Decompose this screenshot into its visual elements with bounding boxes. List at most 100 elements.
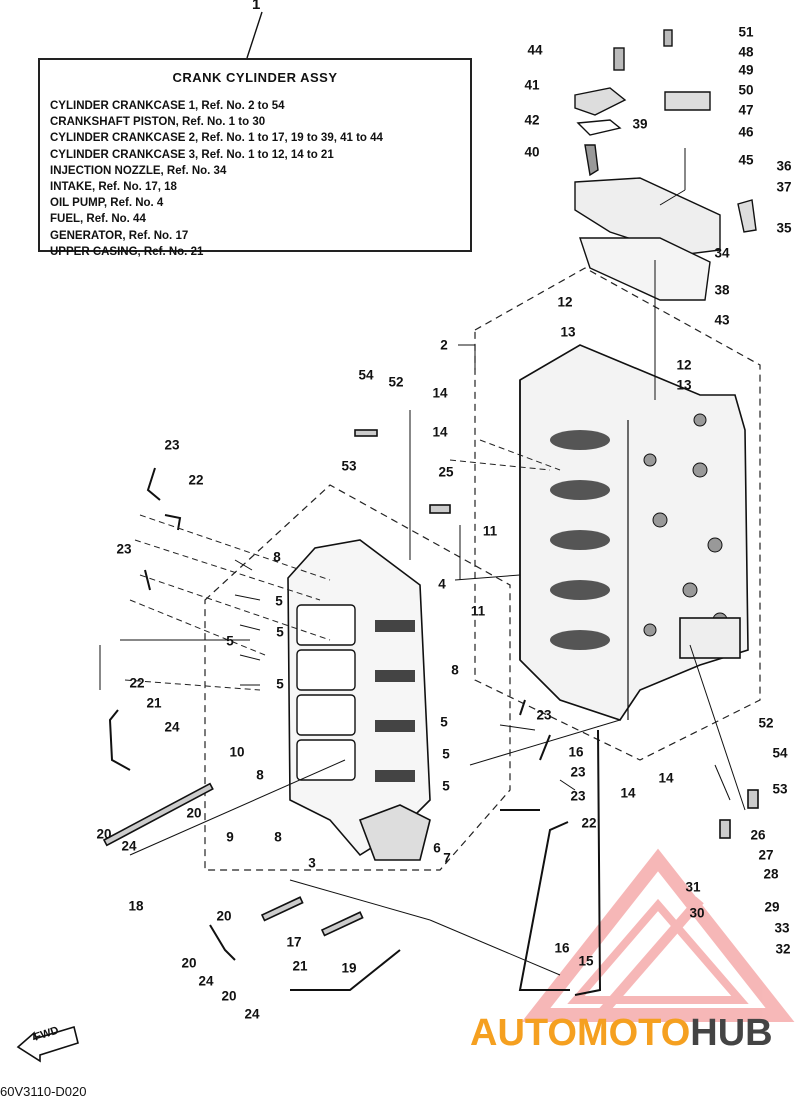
part-callout-35: 35	[776, 220, 792, 236]
part-callout-5: 5	[442, 746, 450, 762]
part-callout-14: 14	[432, 385, 448, 401]
part-callout-26: 26	[750, 827, 766, 843]
fwd-arrow-icon	[16, 1025, 79, 1063]
part-callout-24: 24	[244, 1006, 260, 1022]
part-callout-53: 53	[772, 781, 788, 797]
assembly-outlines	[204, 267, 761, 871]
part-callout-24: 24	[164, 719, 180, 735]
part-callout-37: 37	[776, 179, 792, 195]
part-callout-21: 21	[146, 695, 162, 711]
watermark-logo	[521, 848, 795, 1022]
part-callout-50: 50	[738, 82, 754, 98]
part-callout-16: 16	[568, 744, 584, 760]
part-callout-10: 10	[229, 744, 245, 760]
part-callout-20: 20	[181, 955, 197, 971]
bolts	[102, 429, 759, 937]
guide-lines	[124, 439, 561, 691]
part-callout-24: 24	[121, 838, 137, 854]
drawing-code: 60V3110-D020	[0, 1084, 87, 1099]
part-callout-20: 20	[96, 826, 112, 842]
part-callout-32: 32	[775, 941, 791, 957]
part-callout-54: 54	[772, 745, 788, 761]
part-callout-5: 5	[440, 714, 448, 730]
part-callout-4: 4	[438, 576, 446, 592]
part-callout-27: 27	[758, 847, 774, 863]
part-callout-5: 5	[275, 593, 283, 609]
legend-line: UPPER CASING, Ref. No. 21	[50, 245, 204, 258]
part-callout-31: 31	[685, 879, 701, 895]
part-callout-38: 38	[714, 282, 730, 298]
part-callout-36: 36	[776, 158, 792, 174]
legend-line: CYLINDER CRANKCASE 1, Ref. No. 2 to 54	[50, 100, 285, 112]
legend-line: GENERATOR, Ref. No. 17	[50, 229, 189, 242]
part-callout-33: 33	[774, 920, 790, 936]
part-callout-25: 25	[438, 464, 454, 480]
part-callout-34: 34	[714, 245, 730, 261]
part-callout-23: 23	[570, 788, 586, 804]
cylinder-block	[287, 539, 431, 861]
part-callout-41: 41	[524, 77, 540, 93]
legend-line: INTAKE, Ref. No. 17, 18	[50, 181, 177, 194]
part-callout-16: 16	[554, 940, 570, 956]
part-callout-8: 8	[274, 829, 282, 845]
leader-lines	[99, 148, 746, 976]
legend-lines: CYLINDER CRANKCASE 1, Ref. No. 2 to 54 C…	[50, 98, 383, 260]
legend-line: CRANKSHAFT PISTON, Ref. No. 1 to 30	[50, 116, 266, 129]
part-callout-11: 11	[470, 603, 486, 619]
part-callout-13: 13	[676, 377, 692, 393]
part-callout-54: 54	[358, 367, 374, 383]
part-callout-51: 51	[738, 24, 754, 40]
crankcase-block	[519, 344, 749, 721]
part-callout-52: 52	[388, 374, 404, 390]
legend-line: FUEL, Ref. No. 44	[50, 213, 146, 226]
legend-line: OIL PUMP, Ref. No. 4	[50, 197, 164, 210]
part-callout-18: 18	[128, 898, 144, 914]
assembly-legend-box: CRANK CYLINDER ASSY CYLINDER CRANKCASE 1…	[38, 58, 472, 258]
part-callout-14: 14	[658, 770, 674, 786]
part-callout-5: 5	[442, 778, 450, 794]
main-assembly-ref: 1	[252, 0, 261, 13]
part-callout-42: 42	[524, 112, 540, 128]
part-callout-23: 23	[570, 764, 586, 780]
part-callout-20: 20	[216, 908, 232, 924]
part-callout-15: 15	[578, 953, 594, 969]
part-callout-39: 39	[632, 116, 648, 132]
part-callout-20: 20	[186, 805, 202, 821]
part-callout-20: 20	[221, 988, 237, 1004]
part-callout-48: 48	[738, 44, 754, 60]
part-callout-14: 14	[432, 424, 448, 440]
part-callout-12: 12	[557, 294, 573, 310]
part-callout-21: 21	[292, 958, 308, 974]
part-callout-45: 45	[738, 152, 754, 168]
part-callout-28: 28	[763, 866, 779, 882]
part-callout-43: 43	[714, 312, 730, 328]
part-callout-29: 29	[764, 899, 780, 915]
part-callout-46: 46	[738, 124, 754, 140]
legend-line: CYLINDER CRANKCASE 2, Ref. No. 1 to 17, …	[50, 132, 383, 145]
part-callout-5: 5	[226, 633, 234, 649]
legend-line: CYLINDER CRANKCASE 3, Ref. No. 1 to 12, …	[50, 148, 334, 161]
legend-line: INJECTION NOZZLE, Ref. No. 34	[50, 164, 227, 177]
part-callout-53: 53	[341, 458, 357, 474]
hoses	[108, 467, 602, 996]
part-callout-30: 30	[689, 905, 705, 921]
part-callout-11: 11	[482, 523, 498, 539]
part-callout-22: 22	[188, 472, 204, 488]
part-callout-14: 14	[620, 785, 636, 801]
part-callout-24: 24	[198, 973, 214, 989]
part-callout-12: 12	[676, 357, 692, 373]
part-callout-22: 22	[129, 675, 145, 691]
part-callout-5: 5	[276, 624, 284, 640]
part-callout-22: 22	[581, 815, 597, 831]
part-callout-47: 47	[738, 102, 754, 118]
part-callout-19: 19	[341, 960, 357, 976]
part-callout-23: 23	[116, 541, 132, 557]
part-callout-40: 40	[524, 144, 540, 160]
leader-ref-1	[246, 11, 263, 59]
part-callout-6: 6	[433, 840, 441, 856]
part-callout-8: 8	[256, 767, 264, 783]
part-callout-8: 8	[273, 549, 281, 565]
part-callout-7: 7	[443, 850, 451, 866]
